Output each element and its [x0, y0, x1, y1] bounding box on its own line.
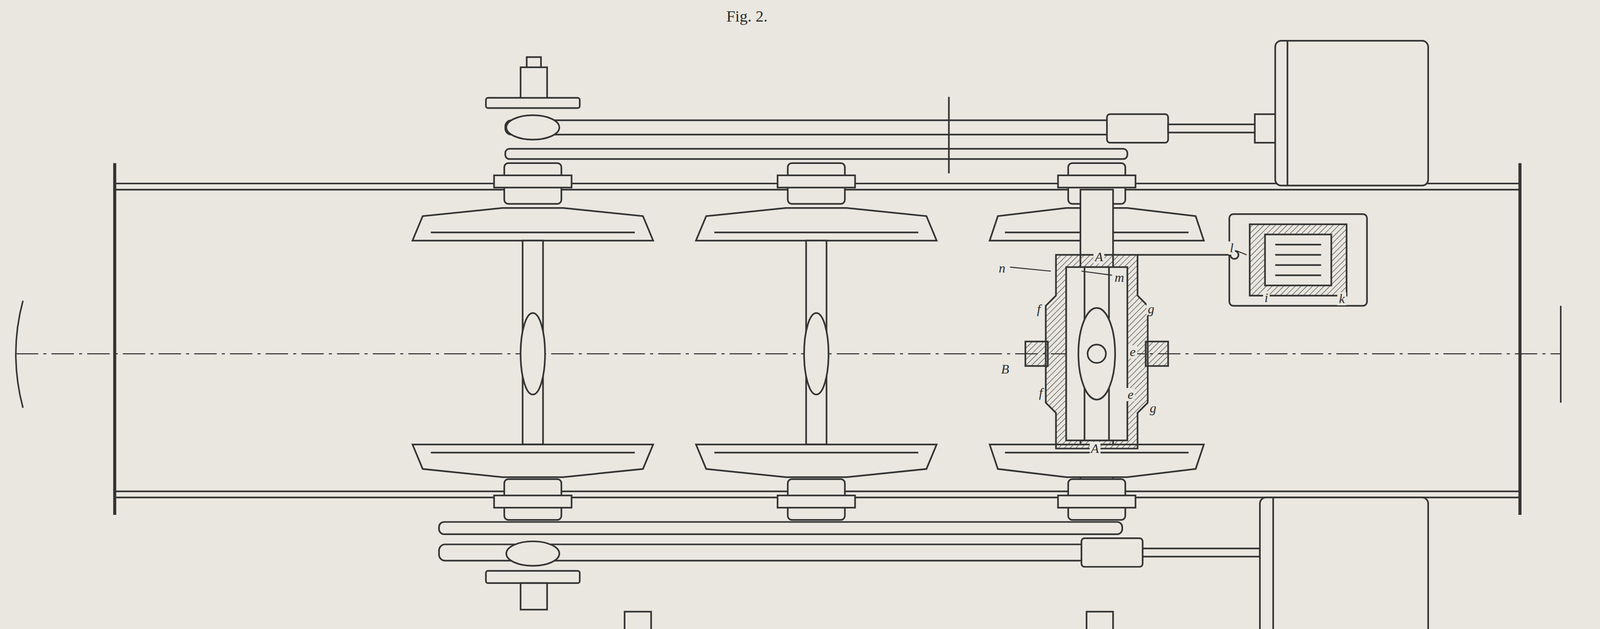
callout-letter: n — [997, 261, 1007, 275]
callout-letter: m — [1113, 271, 1126, 285]
callout-letter: l — [1228, 241, 1235, 255]
callout-letter: f — [1037, 386, 1045, 400]
callout-letter: A — [1093, 250, 1105, 264]
figure-title: Fig. 2. — [726, 8, 768, 25]
callout-letter: e — [1126, 388, 1135, 402]
callout-letter: k — [1337, 292, 1346, 306]
callout-letter: g — [1148, 401, 1158, 415]
callout-letter: g — [1146, 302, 1156, 316]
callout-letter: i — [1263, 291, 1270, 305]
callout-letter: f — [1035, 302, 1043, 316]
callout-letter: A — [1089, 442, 1101, 456]
callout-letter: B — [999, 362, 1011, 376]
callout-letter: e — [1128, 345, 1137, 359]
